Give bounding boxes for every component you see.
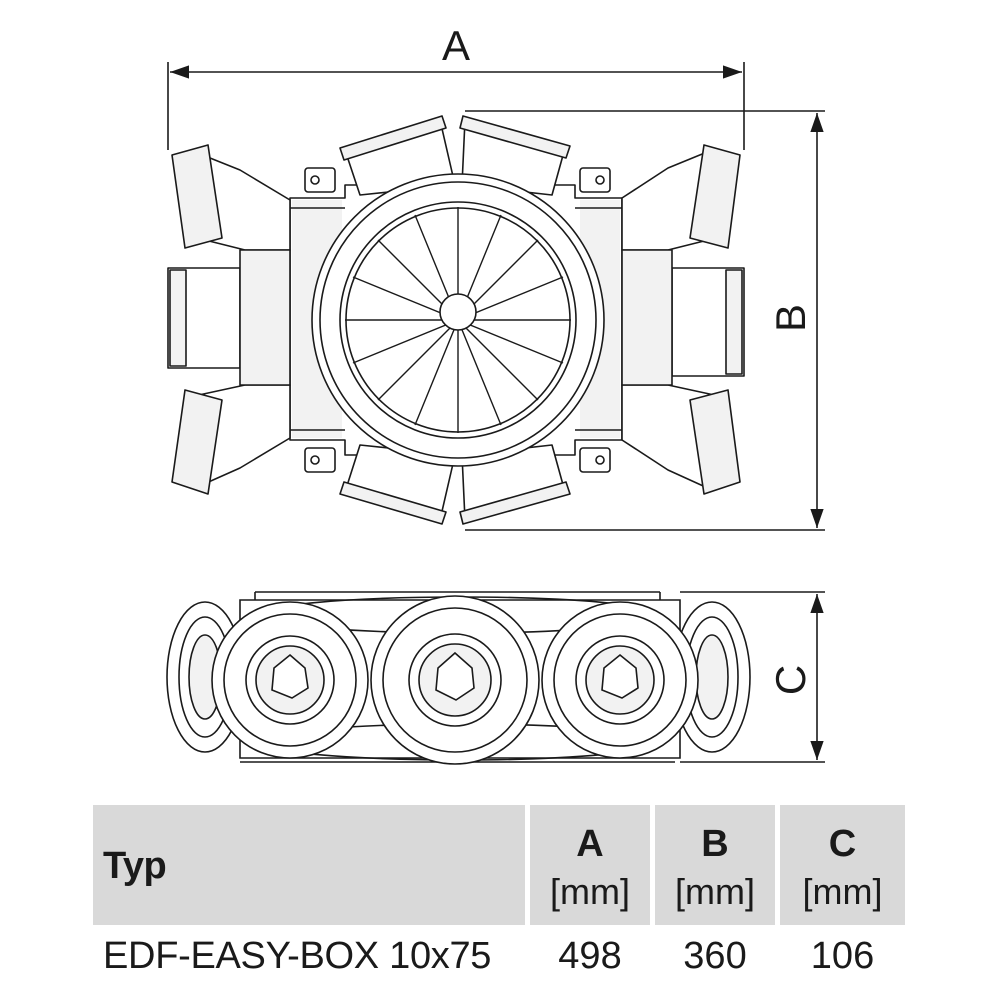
bottom-connectors bbox=[339, 444, 571, 525]
column-b-letter: B bbox=[701, 823, 729, 865]
right-connectors bbox=[621, 144, 745, 495]
left-connectors bbox=[167, 144, 291, 495]
column-c-unit: [mm] bbox=[802, 871, 883, 912]
top-connectors bbox=[339, 115, 571, 196]
spec-table: Typ A [mm] B [mm] C [mm] EDF-EASY-BOX 10… bbox=[93, 805, 905, 990]
row-a-value: 498 bbox=[558, 935, 622, 977]
dimension-b-label: B bbox=[767, 304, 814, 332]
header-type-cell: Typ bbox=[93, 805, 525, 925]
column-b-unit: [mm] bbox=[675, 871, 755, 912]
row-c-value: 106 bbox=[810, 935, 875, 977]
dimension-lines bbox=[167, 62, 825, 763]
port-center bbox=[370, 595, 540, 765]
technical-drawing: A B C bbox=[166, 22, 825, 765]
row-type-value: EDF-EASY-BOX 10x75 bbox=[103, 935, 492, 977]
column-c-letter: C bbox=[828, 823, 857, 865]
type-header: Typ bbox=[103, 845, 167, 887]
dimension-c-label: C bbox=[767, 665, 814, 695]
side-view bbox=[166, 591, 751, 765]
header-c-cell: C [mm] bbox=[780, 805, 905, 925]
dimension-a-label: A bbox=[442, 22, 470, 69]
port-right bbox=[541, 601, 699, 759]
header-b-cell: B [mm] bbox=[655, 805, 775, 925]
mounting-tab bbox=[304, 167, 611, 473]
header-a-cell: A [mm] bbox=[530, 805, 650, 925]
row-b-value: 360 bbox=[683, 935, 747, 977]
top-view bbox=[167, 115, 745, 525]
column-a-letter: A bbox=[576, 823, 604, 865]
column-a-unit: [mm] bbox=[550, 871, 630, 912]
port-left bbox=[211, 601, 369, 759]
